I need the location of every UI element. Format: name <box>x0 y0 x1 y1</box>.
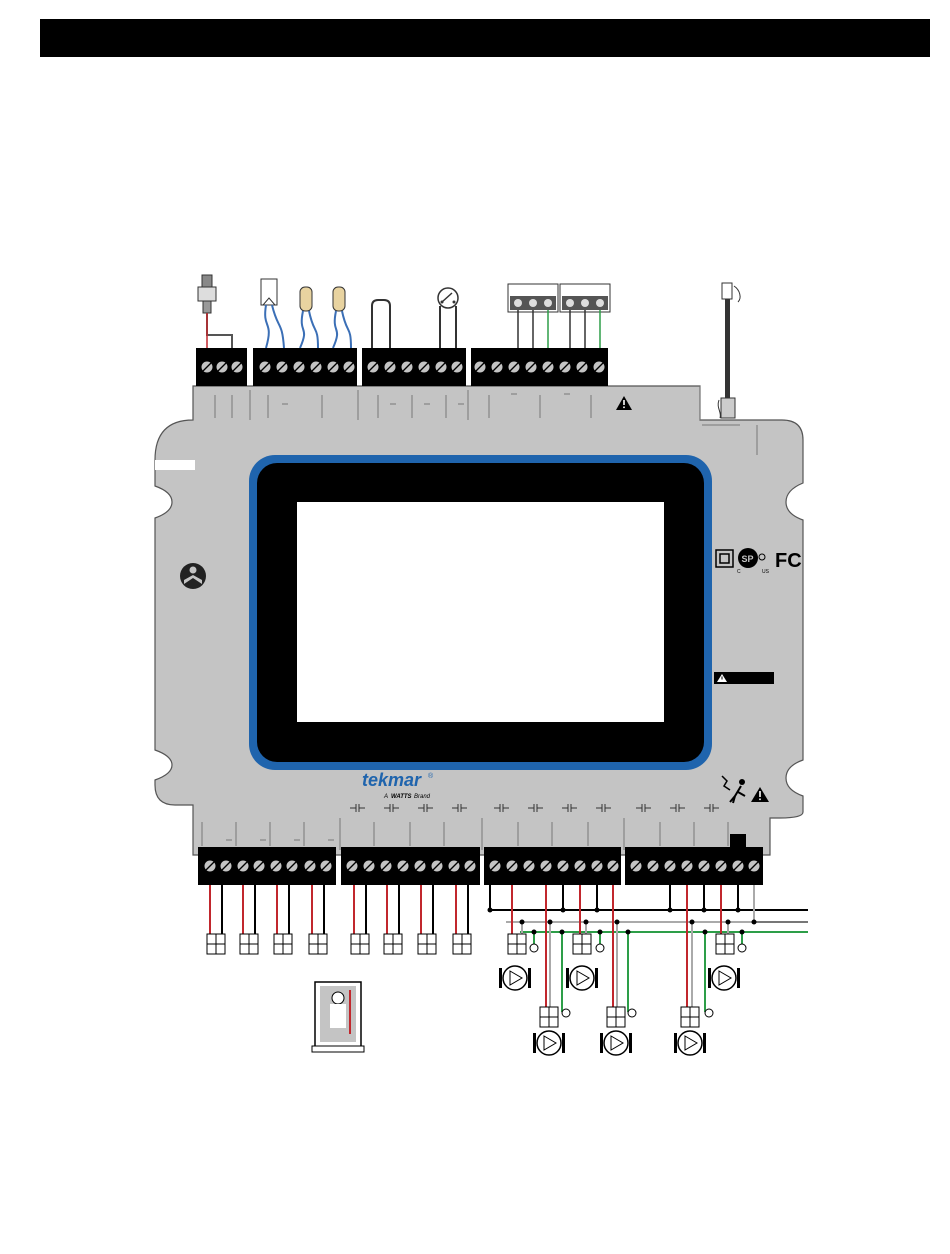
circulator-pump-icon <box>708 966 740 990</box>
circulator-pump-icon <box>674 1031 706 1055</box>
mounting-slot <box>155 460 195 470</box>
read-manual-icon <box>180 563 206 589</box>
well-sensor-icon <box>198 275 232 348</box>
fcc-mark: FC <box>775 550 802 572</box>
circulator-pump-icon <box>499 966 531 990</box>
brand-tagline-brand: WATTS <box>391 794 412 800</box>
registered-mark: ® <box>428 772 434 780</box>
connector-block-left <box>508 284 558 348</box>
outdoor-sensor-icon <box>261 279 284 348</box>
touchscreen[interactable] <box>297 502 664 722</box>
terminal-block <box>196 348 247 386</box>
circulator-pump-icon <box>533 1031 565 1055</box>
terminal-block <box>471 348 608 386</box>
jumper-wire <box>372 300 390 348</box>
connector-block-right <box>560 284 610 348</box>
terminal-block <box>253 348 357 386</box>
svg-text:SP: SP <box>742 554 754 564</box>
terminal-block <box>341 847 480 885</box>
pump-connector-icon <box>508 934 734 1027</box>
terminal-block <box>484 847 621 885</box>
brand-logo: tekmar <box>362 770 422 790</box>
universal-sensor-icon <box>333 287 351 348</box>
network-cable-icon <box>718 283 740 418</box>
universal-sensor-icon <box>300 287 318 348</box>
power-switch-icon <box>312 982 364 1052</box>
warning-label <box>714 672 774 684</box>
brand-tagline-suffix: Brand <box>414 794 431 800</box>
valve-connector-icon <box>207 934 471 954</box>
ground-tab <box>730 834 746 848</box>
svg-text:US: US <box>762 569 770 575</box>
terminal-block <box>198 847 336 885</box>
circulator-pump-icon <box>600 1031 632 1055</box>
circulator-pump-icon <box>566 966 598 990</box>
svg-text:C: C <box>737 569 741 575</box>
terminal-block <box>362 348 466 386</box>
zone-valve-wiring <box>210 885 468 935</box>
brand-tagline-prefix: A <box>383 794 388 800</box>
dry-contact-switch-icon <box>438 288 458 348</box>
terminal-block <box>625 847 763 885</box>
